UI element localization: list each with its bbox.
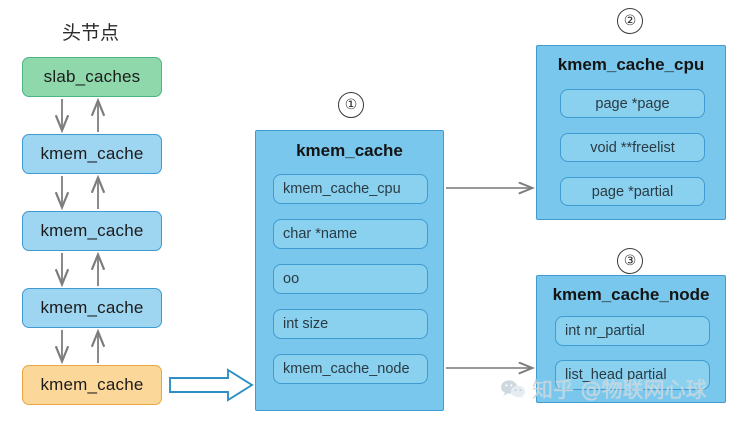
marker-three-icon: ③ bbox=[617, 248, 643, 274]
struct-title: kmem_cache bbox=[296, 141, 403, 160]
struct-title: kmem_cache_cpu bbox=[557, 55, 705, 74]
chain-node-kmem-cache-1[interactable]: kmem_cache bbox=[22, 134, 162, 174]
field-list-head-partial[interactable]: list_head partial bbox=[555, 360, 710, 390]
chain-node-slab-caches[interactable]: slab_caches bbox=[22, 57, 162, 97]
chain-node-label: kmem_cache bbox=[40, 221, 144, 240]
field-page-partial[interactable]: page *partial bbox=[560, 177, 705, 206]
head-node-caption: 头节点 bbox=[62, 22, 120, 44]
struct-title: kmem_cache_node bbox=[552, 285, 710, 304]
field-char-name[interactable]: char *name bbox=[273, 219, 428, 249]
field-oo[interactable]: oo bbox=[273, 264, 428, 294]
chain-node-label: slab_caches bbox=[43, 67, 141, 86]
chain-node-label: kmem_cache bbox=[40, 375, 144, 394]
block-arrow-icon bbox=[169, 368, 254, 402]
watermark-text: 知乎 @物联网心球 bbox=[532, 378, 707, 402]
marker-two-icon: ② bbox=[617, 8, 643, 34]
struct-kmem-cache-cpu: kmem_cache_cpu page *page void **freelis… bbox=[536, 45, 726, 220]
struct-kmem-cache: kmem_cache kmem_cache_cpu char *name oo … bbox=[255, 130, 444, 411]
struct-kmem-cache-node: kmem_cache_node int nr_partial list_head… bbox=[536, 275, 726, 403]
field-void-freelist[interactable]: void **freelist bbox=[560, 133, 705, 162]
chain-node-label: kmem_cache bbox=[40, 144, 144, 163]
field-kmem-cache-node[interactable]: kmem_cache_node bbox=[273, 354, 428, 384]
chain-node-kmem-cache-3[interactable]: kmem_cache bbox=[22, 288, 162, 328]
watermark: 知乎 @物联网心球 bbox=[500, 374, 707, 404]
field-page-page[interactable]: page *page bbox=[560, 89, 705, 118]
chain-node-kmem-cache-2[interactable]: kmem_cache bbox=[22, 211, 162, 251]
chain-node-label: kmem_cache bbox=[40, 298, 144, 317]
wechat-icon bbox=[500, 379, 526, 399]
struct-connectors bbox=[446, 188, 532, 368]
chain-node-kmem-cache-selected[interactable]: kmem_cache bbox=[22, 365, 162, 405]
field-int-nr-partial[interactable]: int nr_partial bbox=[555, 316, 710, 346]
field-int-size[interactable]: int size bbox=[273, 309, 428, 339]
field-kmem-cache-cpu[interactable]: kmem_cache_cpu bbox=[273, 174, 428, 204]
marker-one-icon: ① bbox=[338, 92, 364, 118]
